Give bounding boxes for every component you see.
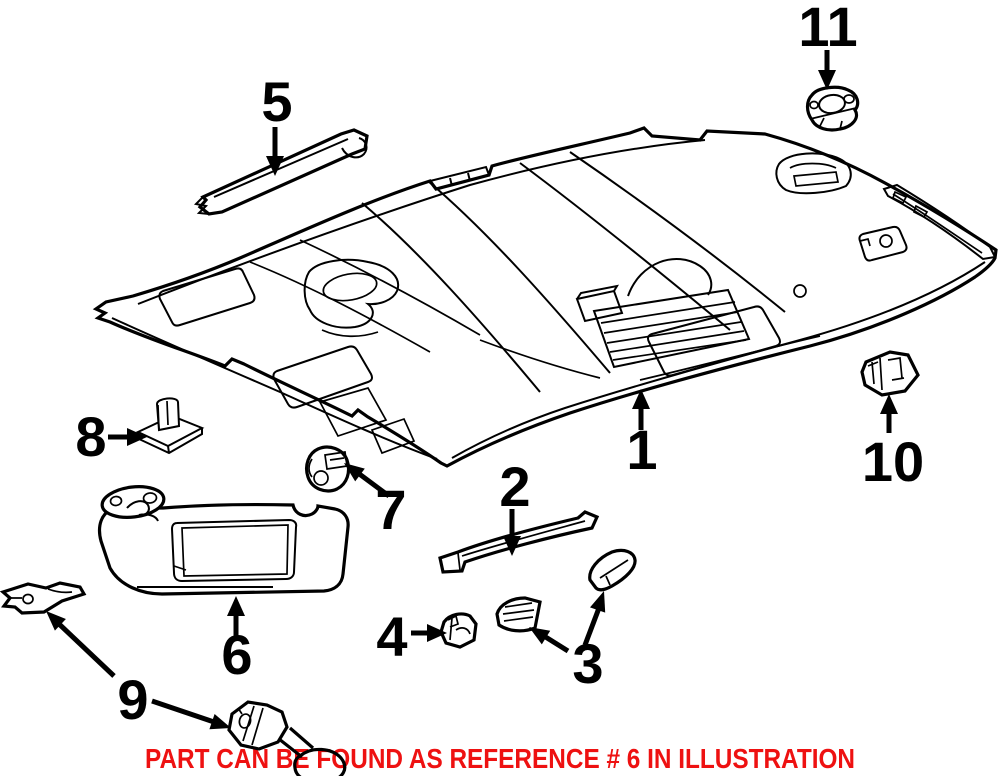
callout-1-label: 1 (626, 418, 657, 481)
callout-2-label: 2 (499, 455, 530, 518)
callout-labels: 1 2 3 4 5 6 7 8 9 10 11 (75, 0, 924, 731)
headliner-illustration (92, 126, 998, 468)
callout-7-arrow (344, 463, 391, 499)
grommet-illustration (805, 85, 860, 132)
callout-5-arrow (266, 127, 284, 176)
clip-illustration-10 (860, 350, 920, 397)
header-rail-illustration (193, 128, 369, 216)
callout-4-label: 4 (376, 605, 407, 668)
callout-6-label: 6 (221, 623, 252, 686)
visor-clip-illustration-7 (305, 445, 351, 493)
callout-5-label: 5 (261, 70, 292, 133)
callout-1-arrow (632, 389, 650, 430)
clip-illustration-4 (439, 612, 478, 649)
callout-4-arrow (411, 624, 447, 642)
callout-arrows (46, 50, 898, 730)
visor-bracket-illustration-9a (0, 581, 87, 615)
callout-3-label: 3 (572, 632, 603, 695)
visor-pivot-illustration-9b (227, 700, 347, 776)
callout-6-arrow (227, 596, 245, 637)
sun-visor-illustration (97, 485, 350, 596)
callout-9-label: 9 (117, 668, 148, 731)
callout-10-arrow (880, 394, 898, 433)
callout-9-arrow-right (151, 698, 231, 730)
callout-3-arrow-left (529, 627, 570, 654)
retainer-illustration-3b (495, 596, 542, 633)
callout-2-arrow (503, 509, 521, 556)
callout-10-label: 10 (862, 430, 924, 493)
callout-11-label: 11 (798, 0, 857, 58)
callout-7-label: 7 (375, 478, 406, 541)
callout-11-arrow (818, 50, 836, 90)
side-garnish-illustration-2 (438, 510, 600, 574)
retainer-illustration-3a (588, 548, 637, 592)
callout-8-label: 8 (75, 405, 106, 468)
callout-3-arrow-right (582, 591, 606, 646)
callout-9-arrow-left (46, 611, 116, 678)
clip-illustration-8 (135, 397, 205, 455)
callout-8-arrow (108, 428, 147, 446)
